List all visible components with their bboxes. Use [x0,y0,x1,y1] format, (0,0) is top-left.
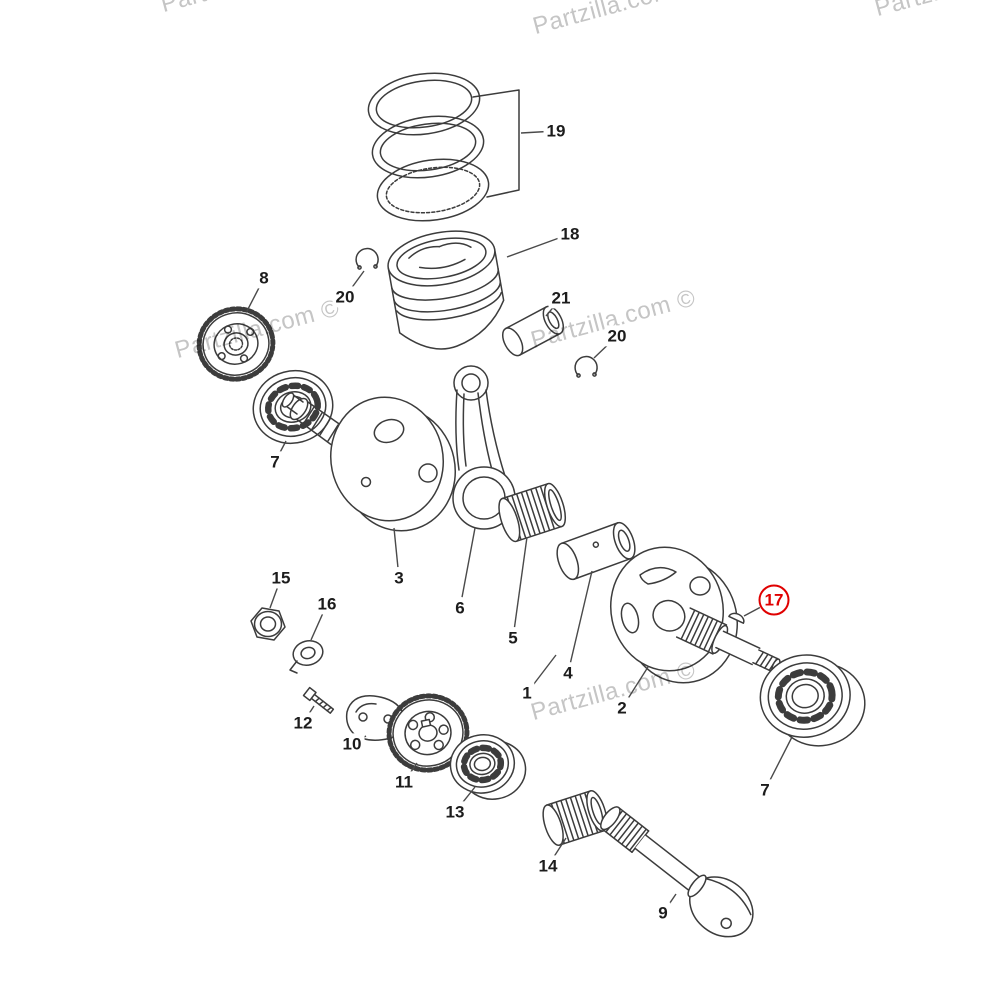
callout-20[interactable]: 20 [332,286,358,308]
callout-21[interactable]: 21 [548,287,574,309]
callout-19[interactable]: 19 [543,120,569,142]
callout-17-highlighted[interactable]: 17 [758,584,790,616]
callout-4[interactable]: 4 [560,662,576,684]
callout-16[interactable]: 16 [314,593,340,615]
piston-drawing [387,230,505,350]
callout-14[interactable]: 14 [535,855,561,877]
callout-7[interactable]: 7 [267,451,283,473]
callout-2[interactable]: 2 [614,697,630,719]
lock-washer-drawing [289,640,324,674]
rings-bracket [472,89,520,198]
balancer-shaft-drawing [600,806,754,938]
callout-8[interactable]: 8 [256,267,272,289]
crank-half-left-drawing [281,392,457,532]
needle-bearing-drawing [498,482,567,543]
bearing-right-drawing [759,654,866,747]
piston-rings-drawing [367,72,520,222]
callout-20[interactable]: 20 [604,325,630,347]
callout-12[interactable]: 12 [290,712,316,734]
bolt-drawing [302,686,335,714]
callout-1[interactable]: 1 [519,682,535,704]
collar-drawing [542,790,608,846]
callout-6[interactable]: 6 [452,597,468,619]
callout-18[interactable]: 18 [557,223,583,245]
callout-11[interactable]: 11 [392,771,416,793]
nut-drawing [250,607,286,641]
crank-half-right-drawing [609,546,781,684]
callout-13[interactable]: 13 [442,801,468,823]
timing-gear-drawing [196,306,276,382]
callout-9[interactable]: 9 [655,902,671,924]
callout-3[interactable]: 3 [391,567,407,589]
balancer-gear-drawing [386,693,470,773]
callout-15[interactable]: 15 [268,567,294,589]
callout-7[interactable]: 7 [757,779,773,801]
circlip-right-drawing [574,355,598,378]
woodruff-key-drawing [728,612,745,624]
bearing-small-drawing [449,734,527,800]
crank-pin-drawing [556,521,636,581]
circlip-left-drawing [355,247,379,270]
callout-5[interactable]: 5 [505,627,521,649]
callout-10[interactable]: 10 [339,733,365,755]
